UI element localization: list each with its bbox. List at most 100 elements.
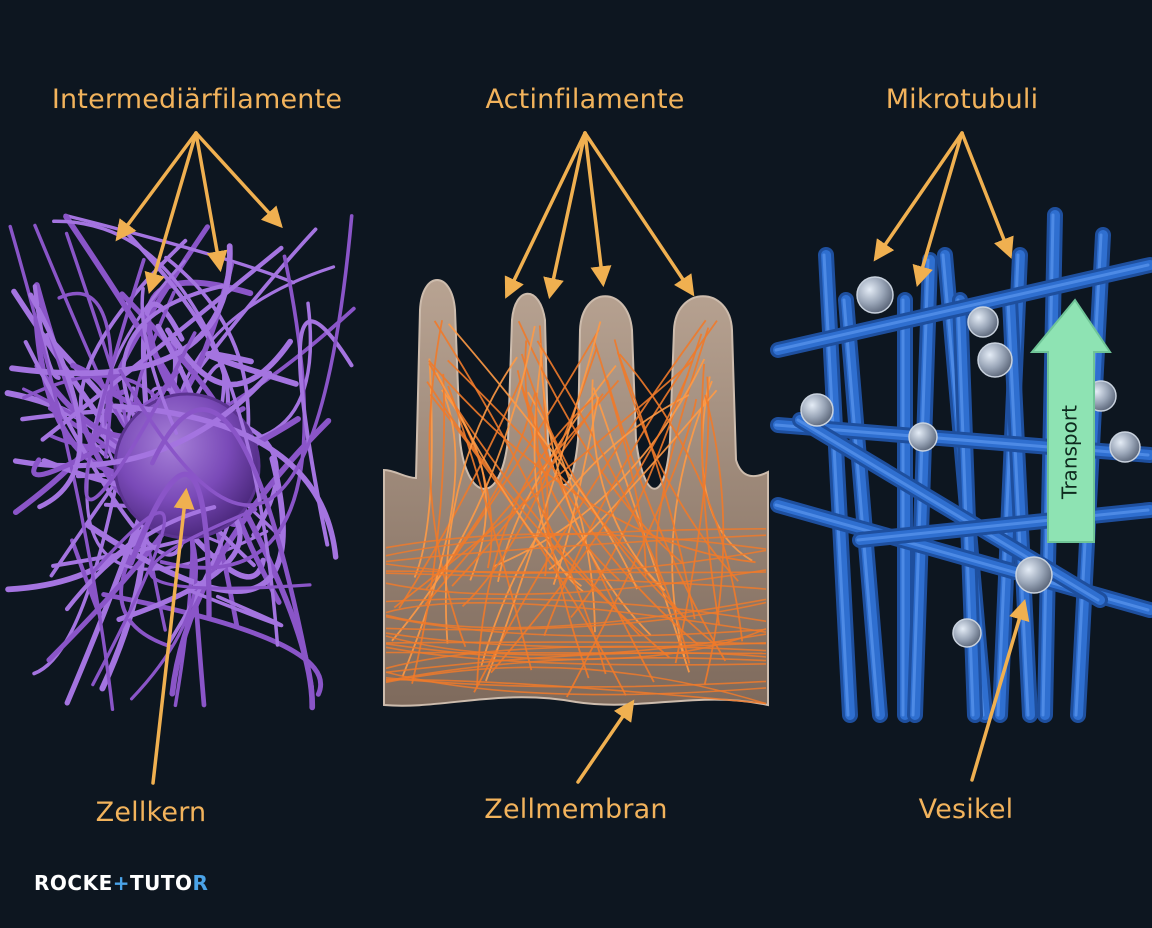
vesicle — [977, 342, 1013, 378]
intermediate-filament — [40, 245, 284, 442]
logo-mark: + — [112, 871, 131, 895]
actin-filament — [385, 528, 767, 557]
actin-filament — [616, 351, 696, 620]
intermediate-filament — [57, 291, 114, 459]
actin-filament — [613, 339, 739, 582]
arrow-af-4 — [583, 131, 695, 297]
actin-filament — [385, 651, 767, 674]
actin-filament — [385, 569, 767, 596]
actin-filament — [444, 356, 518, 644]
actin-filament — [485, 321, 602, 682]
vesicle — [1015, 556, 1053, 594]
arrow-if-1 — [115, 131, 198, 242]
intermediate-filament — [28, 292, 83, 510]
intermediate-filament — [31, 447, 101, 478]
intermediate-filament-network-front — [8, 214, 354, 711]
transport-arrow-shape — [1029, 298, 1112, 543]
microtubule-sheen — [856, 508, 1150, 542]
actin-filament — [428, 320, 467, 648]
intermediate-filament — [52, 219, 280, 647]
label-nucleus: Zellkern — [95, 797, 207, 828]
actin-filament — [516, 370, 698, 645]
arrow-membrane — [576, 699, 635, 784]
intermediate-filament — [205, 350, 299, 387]
vesicle — [856, 276, 894, 314]
intermediate-filament — [169, 417, 332, 697]
actin-filament — [385, 534, 767, 563]
actin-filament — [385, 615, 767, 637]
arrow-mt-2 — [912, 131, 964, 288]
logo-part-2: TUTO — [130, 871, 193, 895]
actin-filament — [385, 598, 767, 629]
intermediate-filament — [90, 511, 167, 687]
microtubule-highlight — [1005, 295, 1035, 720]
actin-filament — [527, 391, 596, 633]
arrow-af-1 — [504, 131, 587, 299]
actin-filament — [426, 381, 670, 659]
actin-filament — [548, 389, 718, 571]
actin-filament — [539, 343, 652, 636]
logo-part-3: R — [192, 871, 209, 895]
actin-filament — [424, 379, 620, 606]
arrow-if-4 — [194, 131, 283, 229]
intermediate-filament — [140, 286, 179, 435]
actin-filament — [385, 666, 767, 705]
actin-filament — [480, 394, 690, 666]
label-microtubules: Mikrotubuli — [885, 84, 1039, 115]
logo-part-1: ROCKE — [34, 871, 113, 895]
arrow-af-3 — [583, 131, 612, 288]
actin-filament — [385, 651, 767, 655]
label-vesicle: Vesikel — [918, 794, 1014, 825]
intermediate-filament — [112, 403, 339, 560]
actin-filament — [385, 601, 767, 631]
actin-filament — [385, 641, 767, 645]
actin-filament — [385, 645, 767, 670]
actin-filament — [447, 323, 638, 590]
actin-filament — [385, 633, 767, 656]
actin-filament-network — [385, 319, 767, 705]
actin-filament — [536, 340, 691, 664]
actin-filament — [385, 602, 767, 633]
actin-filament — [591, 379, 666, 592]
actin-filament — [619, 353, 744, 642]
microtubule-sheen — [774, 263, 1150, 352]
arrow-vesicle — [970, 598, 1030, 782]
actin-filaments-panel — [383, 279, 769, 707]
vesicle — [908, 422, 938, 452]
transport-label: Transport — [1058, 405, 1082, 500]
actin-filament — [535, 392, 590, 679]
vesicle — [1109, 431, 1141, 463]
intermediate-filament — [133, 290, 183, 409]
actin-filament — [524, 340, 620, 581]
microtubules-panel: Transport — [770, 207, 1152, 723]
arrow-mt-3 — [960, 131, 1014, 259]
actin-filament — [447, 385, 533, 671]
actin-filament — [432, 329, 600, 586]
vesicle — [967, 306, 999, 338]
actin-filament — [385, 632, 767, 648]
label-actin-filaments: Actinfilamente — [485, 84, 685, 115]
actin-filament — [385, 597, 767, 623]
arrow-if-3 — [194, 131, 228, 273]
label-cell-membrane: Zellmembran — [484, 794, 668, 825]
microtubule-network — [770, 207, 1152, 723]
actin-filament — [700, 363, 721, 626]
vesicle — [952, 618, 982, 648]
transport-arrow: Transport — [1029, 298, 1112, 543]
actin-filament — [398, 380, 522, 609]
actin-filament — [447, 359, 687, 620]
intermediate-filament — [150, 407, 314, 690]
actin-filament — [385, 657, 767, 682]
actin-filament — [385, 677, 767, 688]
intermediate-filament — [118, 214, 354, 507]
actin-filament — [391, 325, 536, 642]
intermediate-filaments-panel — [4, 213, 356, 711]
microtubule-sheen — [842, 298, 880, 717]
vesicle-group — [800, 276, 1141, 648]
arrow-mt-1 — [873, 131, 964, 262]
intermediate-filament — [64, 505, 217, 612]
intermediate-filament — [187, 588, 284, 628]
intermediate-filament — [63, 213, 296, 285]
label-intermediate-filaments: Intermediärfilamente — [51, 84, 343, 115]
